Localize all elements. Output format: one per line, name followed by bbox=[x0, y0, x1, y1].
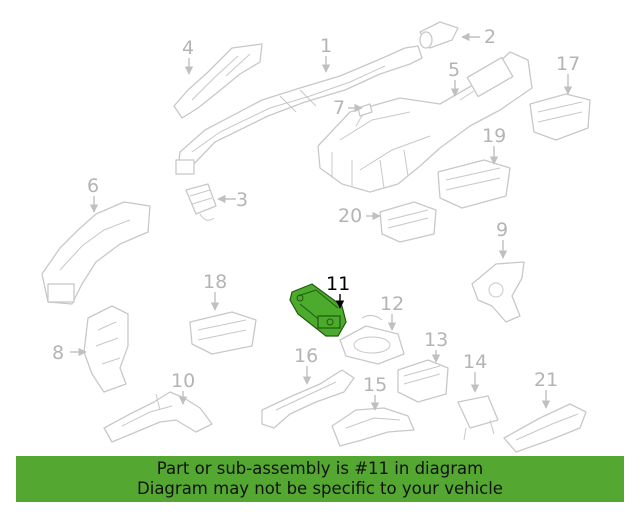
callout-3: 3 bbox=[236, 189, 248, 211]
callout-8: 8 bbox=[52, 342, 64, 364]
part-9-bracket[interactable] bbox=[471, 261, 525, 323]
callout-20: 20 bbox=[338, 205, 362, 227]
part-5-housing[interactable] bbox=[317, 51, 533, 193]
part-21-vent[interactable] bbox=[503, 403, 587, 453]
callout-15: 15 bbox=[363, 374, 387, 396]
part-6-left-duct[interactable] bbox=[41, 201, 151, 305]
part-4-side-duct[interactable] bbox=[173, 43, 263, 119]
callout-16: 16 bbox=[294, 345, 318, 367]
part-17-vent[interactable] bbox=[529, 93, 591, 141]
part-14-bracket[interactable] bbox=[457, 395, 499, 441]
part-3-actuator[interactable] bbox=[185, 183, 217, 221]
part-15-lower-duct[interactable] bbox=[331, 407, 415, 447]
part-12-vent[interactable] bbox=[339, 314, 405, 365]
part-8-lower-duct[interactable] bbox=[83, 305, 129, 393]
callout-14: 14 bbox=[463, 351, 487, 373]
part-10-center-duct[interactable] bbox=[103, 391, 213, 443]
banner-line-2: Diagram may not be specific to your vehi… bbox=[137, 479, 503, 498]
callout-19: 19 bbox=[482, 125, 506, 147]
part-1-duct[interactable] bbox=[175, 45, 423, 175]
banner-line-1: Part or sub-assembly is #11 in diagram bbox=[156, 459, 484, 478]
callout-5: 5 bbox=[448, 59, 460, 81]
part-2-connector[interactable] bbox=[419, 21, 459, 49]
leader-lines bbox=[70, 32, 573, 411]
part-18-vent[interactable] bbox=[189, 311, 257, 355]
callout-13: 13 bbox=[424, 329, 448, 351]
callout-18: 18 bbox=[203, 271, 227, 293]
callout-9: 9 bbox=[496, 219, 508, 241]
part-19-vent[interactable] bbox=[437, 159, 511, 209]
info-banner: Part or sub-assembly is #11 in diagram D… bbox=[16, 456, 624, 502]
callout-11: 11 bbox=[326, 273, 350, 295]
callout-6: 6 bbox=[87, 175, 99, 197]
callout-2: 2 bbox=[484, 26, 496, 48]
callout-1: 1 bbox=[320, 35, 332, 57]
part-13-vent[interactable] bbox=[397, 359, 449, 403]
callout-12: 12 bbox=[380, 293, 404, 315]
callout-21: 21 bbox=[534, 369, 558, 391]
callout-17: 17 bbox=[556, 53, 580, 75]
part-20-vent[interactable] bbox=[379, 201, 437, 243]
callout-10: 10 bbox=[171, 370, 195, 392]
part-16-duct[interactable] bbox=[261, 369, 355, 429]
callout-7: 7 bbox=[333, 97, 345, 119]
parts-diagram: 1 2 3 4 5 6 7 8 9 10 11 12 13 14 15 16 1… bbox=[41, 21, 591, 453]
callout-labels: 1 2 3 4 5 6 7 8 9 10 11 12 13 14 15 16 1… bbox=[52, 26, 580, 396]
part-11-highlighted[interactable] bbox=[289, 283, 347, 337]
callout-4: 4 bbox=[182, 37, 194, 59]
